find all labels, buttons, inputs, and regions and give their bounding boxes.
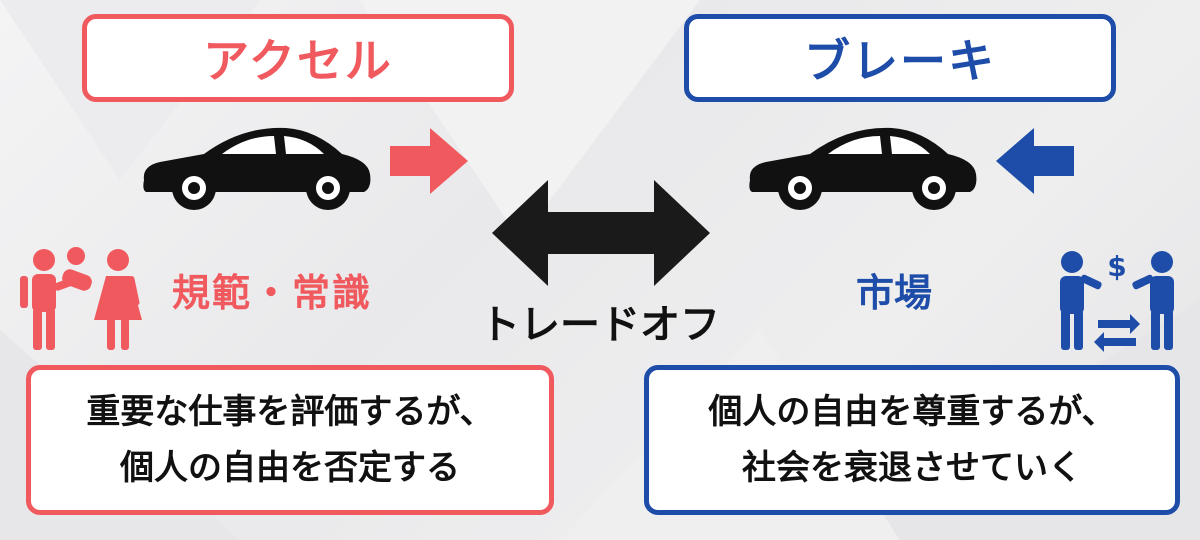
- accelerator-title: アクセル: [82, 14, 514, 102]
- brake-description-line: 社会を衰退させていく: [742, 448, 1082, 488]
- brake-title: ブレーキ: [684, 14, 1116, 102]
- car-icon: [749, 127, 977, 210]
- svg-text:$: $: [1107, 250, 1126, 283]
- accelerator-description-line: 個人の自由を否定する: [120, 448, 460, 488]
- accelerator-description: 重要な仕事を評価するが、 個人の自由を否定する: [26, 365, 554, 515]
- family-icon: [20, 247, 142, 350]
- accelerator-description-line: 重要な仕事を評価するが、: [86, 392, 494, 432]
- car-icon: [143, 127, 371, 210]
- exchange-people-icon: $: [1060, 250, 1174, 352]
- arrow-left-icon: [996, 128, 1074, 194]
- tradeoff-label: トレードオフ: [480, 302, 720, 348]
- brake-category: 市場: [856, 271, 933, 315]
- accelerator-category: 規範・常識: [172, 271, 373, 315]
- brake-description-line: 個人の自由を尊重するが、: [708, 392, 1116, 432]
- arrow-right-icon: [390, 128, 468, 194]
- double-arrow-icon: [492, 180, 710, 286]
- brake-description: 個人の自由を尊重するが、 社会を衰退させていく: [644, 365, 1180, 515]
